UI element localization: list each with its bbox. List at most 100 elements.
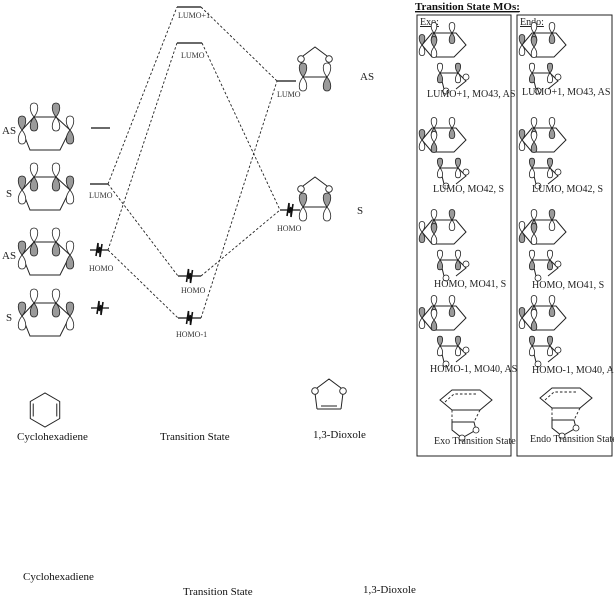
p-orbital-lobe [430, 141, 438, 153]
p-orbital-lobe [546, 72, 554, 84]
p-orbital-lobe [548, 305, 556, 317]
p-orbital-lobe [454, 249, 462, 261]
exo-ts-mo [418, 117, 470, 190]
p-orbital-lobe [518, 139, 526, 151]
p-orbital-lobe [65, 189, 75, 205]
oxygen-atom [534, 87, 542, 95]
p-orbital-lobe [548, 295, 556, 307]
p-orbital-lobe [448, 295, 456, 307]
p-orbital-lobe [430, 46, 438, 58]
oxygen-atom [534, 274, 542, 282]
hexagon [29, 392, 61, 428]
endo-caption-0: LUMO+1, MO43, AS [522, 87, 610, 98]
dioxole-sym-0: AS [360, 71, 374, 83]
p-orbital-lobe [448, 209, 456, 221]
p-orbital-lobe [528, 249, 536, 261]
p-orbital-lobe [546, 259, 554, 271]
p-orbital-lobe [51, 288, 61, 304]
p-orbital-lobe [430, 22, 438, 34]
p-orbital-lobe [29, 116, 39, 132]
diene-mo-s-lower [17, 288, 75, 337]
oxygen-atom [442, 360, 450, 368]
p-orbital-lobe [29, 102, 39, 118]
cyclohexadiene-structure [29, 392, 61, 428]
diene-mo-s-lumo [17, 162, 75, 211]
p-orbital-lobe [454, 259, 462, 271]
oxygen-atom [339, 387, 347, 395]
p-orbital-lobe [436, 62, 444, 74]
p-orbital-lobe [51, 302, 61, 318]
oxygen-atom [534, 360, 542, 368]
endo-caption-2: HOMO, MO41, S [532, 280, 604, 291]
p-orbital-lobe [528, 72, 536, 84]
p-orbital-lobe [448, 127, 456, 139]
diene-sym-2: AS [2, 250, 16, 262]
endo-ts-mo [518, 22, 567, 95]
dioxole-ring [451, 421, 477, 439]
p-orbital-lobe [65, 175, 75, 191]
p-orbital-lobe [548, 117, 556, 129]
ts-mo-drawings [418, 22, 593, 442]
ts-name: Transition State [160, 431, 230, 443]
exo-caption-3: HOMO-1, MO40, AS [430, 364, 517, 375]
p-orbital-lobe [430, 309, 438, 321]
p-orbital-lobe [518, 307, 526, 319]
hexagon [521, 305, 567, 331]
p-orbital-lobe [436, 72, 444, 84]
hexagon [521, 219, 567, 245]
oxygen-atom [462, 73, 470, 81]
p-orbital-lobe [530, 131, 538, 143]
oxygen-atom [442, 182, 450, 190]
p-orbital-lobe [436, 157, 444, 169]
p-orbital-lobe [530, 309, 538, 321]
p-orbital-lobe [528, 62, 536, 74]
cyclohexadiene-ring [21, 176, 71, 211]
p-orbital-lobe [454, 62, 462, 74]
endo-caption-1: LUMO, MO42, S [532, 184, 603, 195]
p-orbital-lobe [322, 206, 332, 222]
cyclohexadiene-ring [21, 241, 71, 276]
p-orbital-lobe [530, 141, 538, 153]
correlation-line [201, 42, 281, 211]
p-orbital-lobe [51, 241, 61, 257]
p-orbital-lobe [65, 301, 75, 317]
endo-ts-mo [518, 117, 567, 190]
partial-bonds [544, 391, 581, 421]
molecule-drawings [17, 46, 347, 428]
p-orbital-lobe [528, 167, 536, 179]
bottom-ts-label: Transition State [183, 586, 253, 598]
ts-panel-title: Transition State MOs: [415, 1, 520, 13]
p-orbital-lobe [518, 129, 526, 141]
p-orbital-lobe [17, 175, 27, 191]
dioxole-ring [439, 259, 467, 277]
p-orbital-lobe [430, 36, 438, 48]
p-orbital-lobe [298, 62, 308, 78]
energy-levels [90, 6, 300, 326]
correlation-line [200, 80, 278, 319]
p-orbital-lobe [528, 157, 536, 169]
p-orbital-lobe [17, 254, 27, 270]
p-orbital-lobe [546, 345, 554, 357]
endo-ts-mo [518, 295, 567, 368]
dioxole-ring [439, 72, 467, 90]
hexagon [521, 127, 567, 153]
p-orbital-lobe [454, 345, 462, 357]
p-orbital-lobe [430, 209, 438, 221]
p-orbital-lobe [448, 219, 456, 231]
p-orbital-lobe [322, 192, 332, 208]
p-orbital-lobe [528, 259, 536, 271]
hexagon [539, 387, 593, 409]
p-orbital-lobe [29, 241, 39, 257]
p-orbital-lobe [29, 302, 39, 318]
hexagon [421, 305, 467, 331]
p-orbital-lobe [518, 44, 526, 56]
exo-caption-4: Exo Transition State [434, 436, 516, 447]
diene-mo-as-upper [17, 102, 75, 151]
partial-bonds [444, 393, 481, 423]
p-orbital-lobe [546, 335, 554, 347]
p-orbital-lobe [436, 259, 444, 271]
dioxole-ring [531, 259, 559, 277]
p-orbital-lobe [418, 221, 426, 233]
endo-caption-4: Endo Transition State [530, 434, 614, 445]
p-orbital-lobe [17, 301, 27, 317]
